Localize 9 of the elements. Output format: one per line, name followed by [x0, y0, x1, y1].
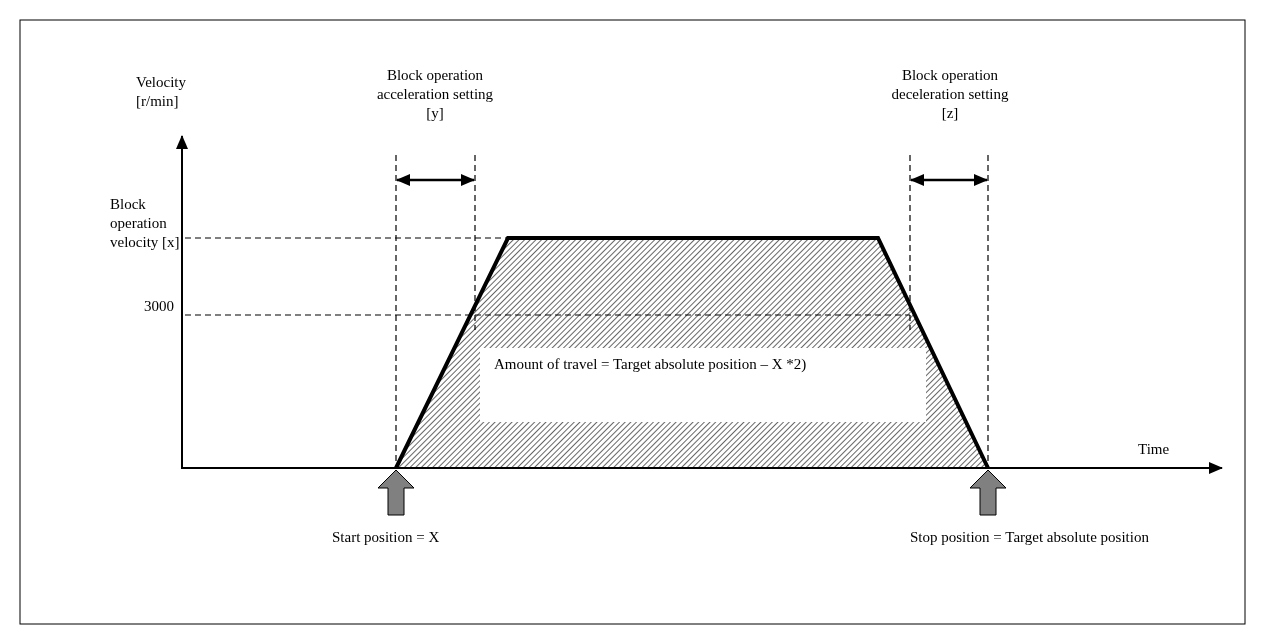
annotation-text: Amount of travel = Target absolute position – X *2) — [493, 355, 808, 374]
dimension-label: Block operation deceleration setting [z] — [890, 66, 1010, 123]
position-label: Start position = X — [332, 528, 441, 547]
axis-title: Velocity [r/min] — [136, 73, 187, 111]
dimension-label: Block operation acceleration setting [y] — [375, 66, 495, 123]
tick-label: 3000 — [144, 297, 175, 316]
value-label: Block operation velocity [x] — [110, 195, 181, 252]
position-label: Stop position = Target absolute position — [910, 528, 1150, 547]
axis-title: Time — [1138, 440, 1171, 459]
